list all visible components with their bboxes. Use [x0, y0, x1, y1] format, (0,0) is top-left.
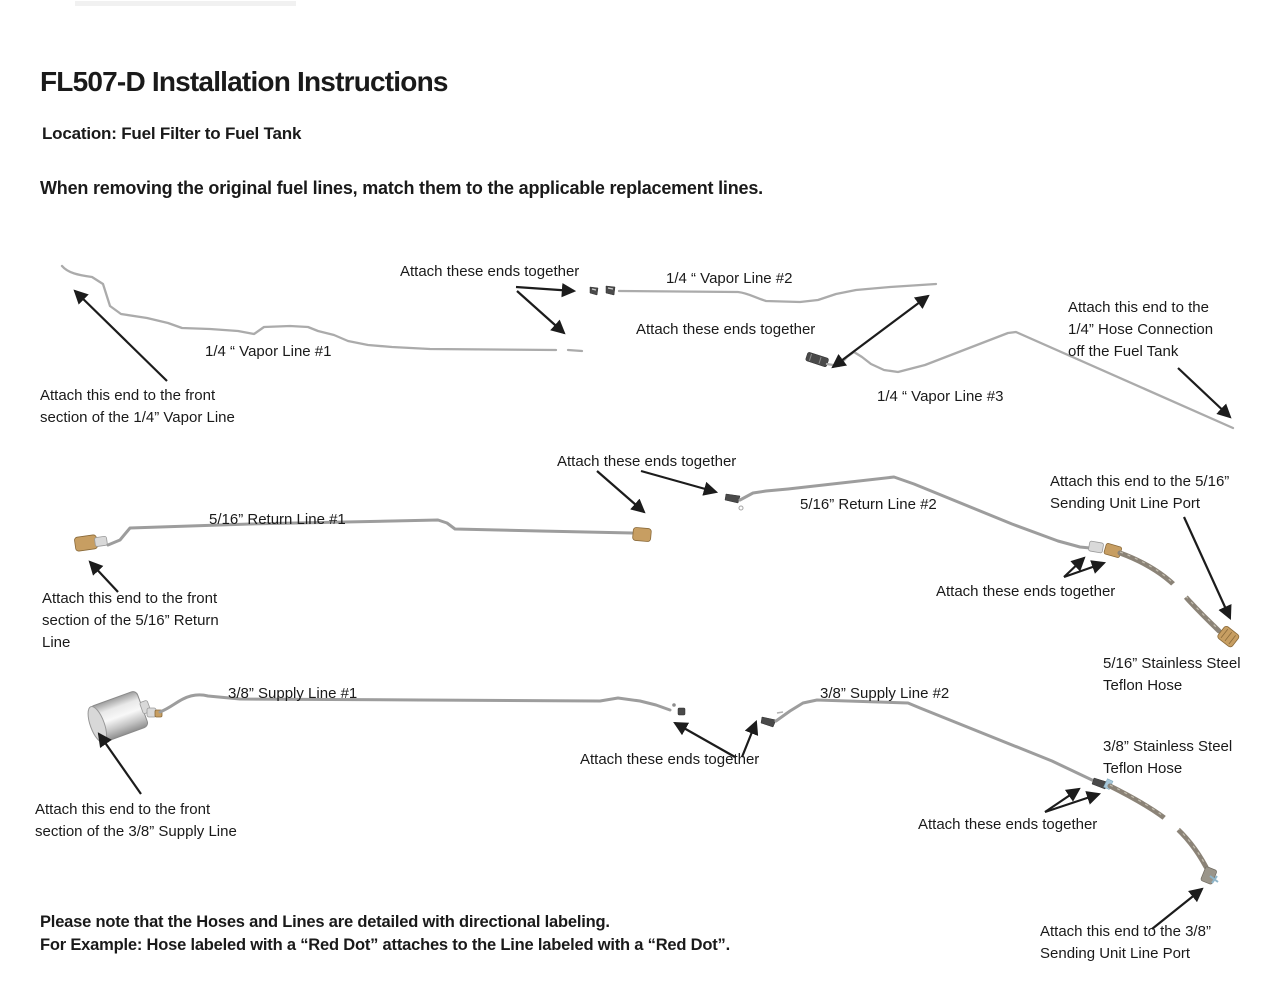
stainless-hose-38-label: 3/8” Stainless Steel Teflon Hose	[1103, 738, 1233, 777]
supply-line-2-label: 3/8” Supply Line #2	[820, 685, 950, 702]
directional-labeling-note: Please note that the Hoses and Lines are…	[40, 913, 730, 954]
stainless-hose-516-art	[1117, 550, 1240, 648]
fuel-tank-connection-note: Attach this end to the 1/4” Hose Connect…	[1068, 299, 1214, 360]
return-line-1-label: 5/16” Return Line #1	[209, 511, 346, 528]
vapor-line-connector-fittings	[589, 285, 616, 296]
supply-arrows	[97, 720, 1204, 930]
attach-ends-label-supply-left: Attach these ends together	[580, 751, 760, 768]
page-title: FL507-D Installation Instructions	[40, 66, 448, 97]
return-line-1-art	[74, 518, 652, 552]
vapor-line-1-label: 1/4 “ Vapor Line #1	[205, 343, 332, 360]
location-line: Location: Fuel Filter to Fuel Tank	[42, 124, 302, 143]
supply-line-2-art	[760, 698, 1094, 782]
supply-front-note: Attach this end to the front section of …	[35, 801, 237, 840]
attach-ends-label-supply-right: Attach these ends together	[918, 816, 1098, 833]
intro-line: When removing the original fuel lines, m…	[40, 178, 763, 198]
return-hose-connection-fittings	[1088, 540, 1122, 558]
attach-ends-label-vapor-mid: Attach these ends together	[636, 321, 816, 338]
stainless-hose-516-label: 5/16” Stainless Steel Teflon Hose	[1103, 655, 1241, 694]
supply-line-1-label: 3/8” Supply Line #1	[228, 685, 358, 702]
vapor-line-3-label: 1/4 “ Vapor Line #3	[877, 388, 1004, 405]
attach-ends-label-vapor-top: Attach these ends together	[400, 263, 580, 280]
supply-line-1-art	[87, 691, 686, 744]
attach-ends-label-return-right: Attach these ends together	[936, 583, 1116, 600]
vapor-arrows	[73, 283, 1232, 419]
vapor-line-2-label: 1/4 “ Vapor Line #2	[666, 270, 793, 287]
return-arrows	[88, 469, 1232, 620]
return-front-note: Attach this end to the front section of …	[42, 590, 219, 651]
scan-artifact-bar	[75, 1, 296, 6]
return-line-2-label: 5/16” Return Line #2	[800, 496, 937, 513]
stainless-hose-38-art	[1107, 783, 1219, 885]
return-line-2-art	[724, 475, 1092, 550]
sending-unit-38-note: Attach this end to the 3/8” Sending Unit…	[1040, 923, 1211, 962]
vapor-line-2-art	[617, 282, 938, 304]
attach-ends-label-return-top: Attach these ends together	[557, 453, 737, 470]
vapor-front-note: Attach this end to the front section of …	[40, 387, 235, 426]
sending-unit-516-note: Attach this end to the 5/16” Sending Uni…	[1050, 473, 1230, 512]
vapor-line-1-art	[60, 264, 584, 353]
